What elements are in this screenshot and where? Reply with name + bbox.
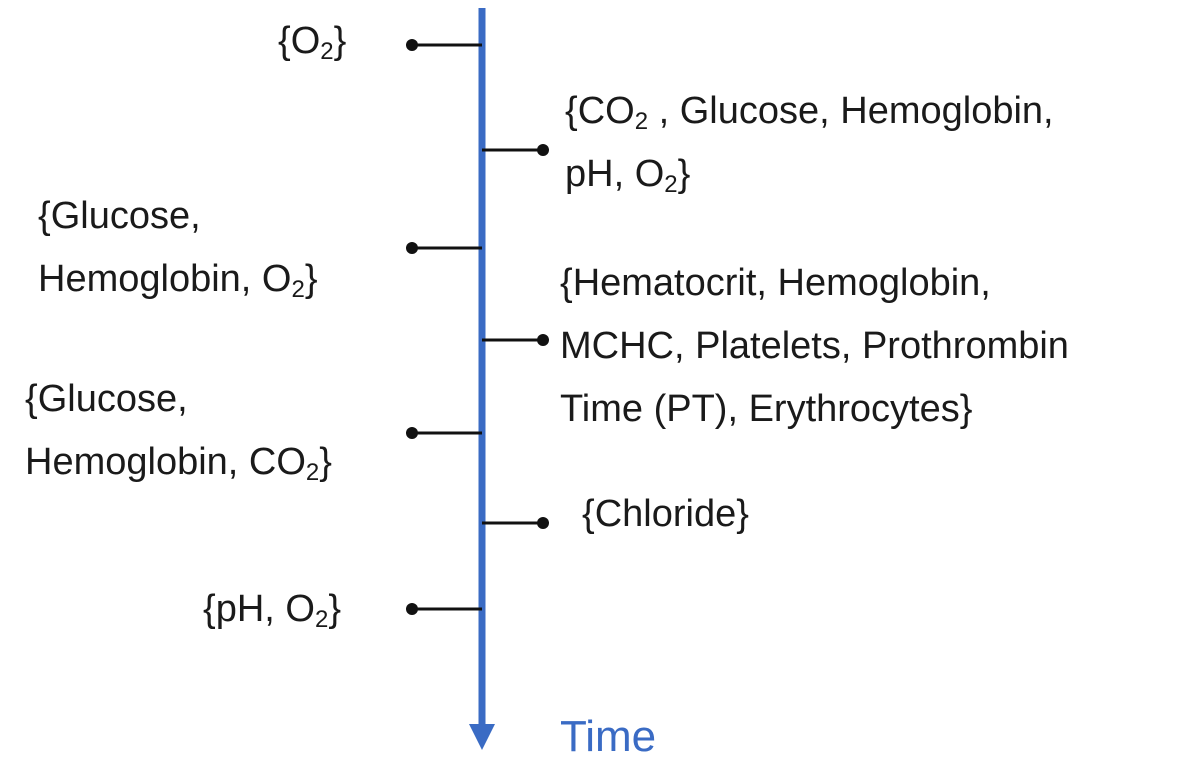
subscript: 2 — [291, 276, 305, 303]
subscript: 2 — [320, 38, 334, 65]
event-label-left: {Glucose, Hemoglobin, CO2} — [25, 368, 332, 494]
event-dot — [537, 144, 549, 156]
event-label-line: MCHC, Platelets, Prothrombin — [560, 325, 1069, 367]
subscript: 2 — [314, 606, 329, 633]
event-label-line: {Chloride} — [582, 493, 749, 535]
event-label-line: Hemoglobin, CO2} — [25, 441, 332, 486]
event-dot — [406, 427, 418, 439]
event-label-line: {O2} — [278, 20, 347, 65]
event-label-line: Hemoglobin, O2} — [38, 258, 318, 303]
event-label-left: {pH, O2} — [203, 578, 341, 641]
event-label-line: pH, O2} — [565, 153, 691, 198]
event-label-line: {CO2 , Glucose, Hemoglobin, — [565, 90, 1054, 135]
event-label-line: Time (PT), Erythrocytes} — [560, 388, 973, 430]
event-dot — [406, 242, 418, 254]
event-label-right: {Chloride} — [582, 483, 749, 546]
event-label-right: {CO2 , Glucose, Hemoglobin, pH, O2} — [565, 80, 1054, 206]
event-dot — [406, 39, 418, 51]
event-label-line: {Glucose, — [25, 378, 188, 420]
event-label-line: {Glucose, — [38, 195, 201, 237]
event-dot — [537, 517, 549, 529]
event-dot — [406, 603, 418, 615]
event-label-left: {Glucose, Hemoglobin, O2} — [38, 185, 318, 311]
time-axis-label: Time — [560, 712, 657, 761]
event-label-line: {Hematocrit, Hemoglobin, — [560, 262, 991, 304]
event-label-right: {Hematocrit, Hemoglobin, MCHC, Platelets,… — [560, 252, 1069, 441]
event-dot — [537, 334, 549, 346]
event-label-left: {O2} — [278, 10, 346, 73]
event-label-line: {pH, O2} — [203, 588, 342, 633]
subscript: 2 — [305, 459, 320, 486]
time-axis-arrowhead — [469, 724, 495, 750]
subscript: 2 — [634, 108, 649, 135]
subscript: 2 — [664, 171, 678, 198]
